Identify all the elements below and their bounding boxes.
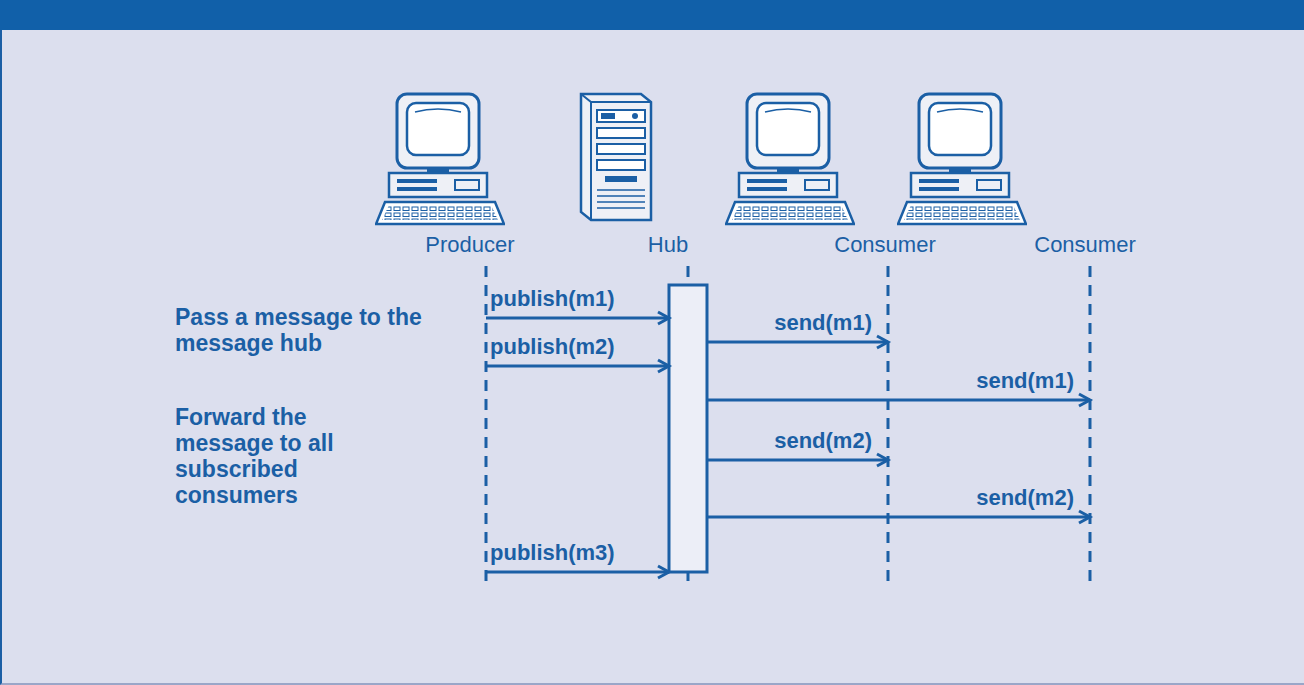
- message-arrow: [486, 360, 669, 372]
- message-label: send(m1): [974, 369, 1076, 393]
- message-label: publish(m3): [488, 541, 617, 565]
- message-arrow: [486, 312, 669, 324]
- activation-bar: [669, 285, 707, 572]
- message-label: send(m2): [772, 429, 874, 453]
- consumer-computer: [726, 94, 854, 224]
- consumer-computer: [898, 94, 1026, 224]
- participant-label: Hub: [646, 232, 690, 258]
- participant-name: Producer: [425, 232, 514, 258]
- message-label: publish(m2): [488, 335, 617, 359]
- participant-name: Consumer: [1034, 232, 1135, 258]
- participant-name: Hub: [648, 232, 688, 258]
- message-arrow: [707, 336, 888, 348]
- producer-computer: [376, 94, 504, 224]
- message-label: send(m2): [974, 486, 1076, 510]
- message-arrow: [707, 394, 1090, 406]
- message-arrow: [707, 454, 888, 466]
- participant-label: Producer: [423, 232, 516, 258]
- lifeline: [886, 266, 889, 582]
- step-note: Forward the message to all subscribed co…: [175, 404, 365, 508]
- participant-name: Consumer: [834, 232, 935, 258]
- participant-label: Consumer: [832, 232, 937, 258]
- lifeline: [1088, 266, 1091, 582]
- participant-label: Consumer: [1032, 232, 1137, 258]
- step-note: Pass a message to the message hub: [175, 304, 475, 356]
- message-arrow: [707, 511, 1090, 523]
- header-bar: [0, 0, 1304, 30]
- message-label: send(m1): [772, 311, 874, 335]
- lifeline: [485, 266, 488, 582]
- message-label: publish(m1): [488, 287, 617, 311]
- message-arrow: [486, 566, 669, 578]
- hub-server: [581, 94, 651, 220]
